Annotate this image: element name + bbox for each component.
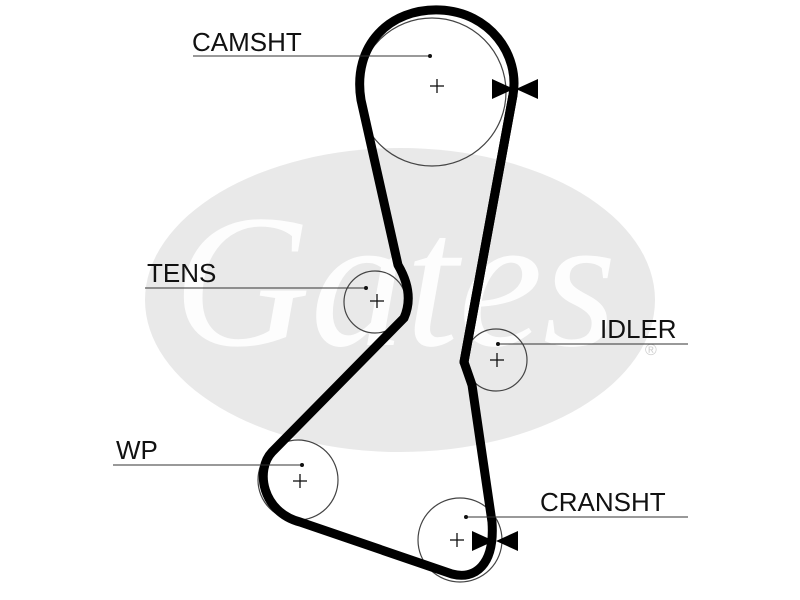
idler-label: IDLER <box>600 314 677 344</box>
tens-label: TENS <box>147 258 216 288</box>
wp-label: WP <box>116 435 158 465</box>
crosshair-icon <box>490 353 504 367</box>
timing-mark-icon <box>492 79 538 99</box>
timing-marks <box>472 79 538 551</box>
leader-lines <box>113 54 688 519</box>
timing-belt-loop <box>258 5 519 580</box>
camsht-pulley <box>357 17 507 167</box>
camsht-label: CAMSHT <box>192 27 302 57</box>
crosshair-icon <box>450 533 464 547</box>
crosshair-icon <box>370 294 384 308</box>
watermark-ellipse <box>145 148 655 452</box>
watermark-text: Gates <box>173 177 616 387</box>
crosshairs <box>293 79 504 547</box>
timing-mark-icon <box>472 531 518 551</box>
gates-watermark: Gates ® <box>145 148 657 452</box>
crosshair-icon <box>293 474 307 488</box>
cransht-label: CRANSHT <box>540 487 666 517</box>
labels: CAMSHT TENS IDLER WP CRANSHT <box>116 27 677 517</box>
crosshair-icon <box>430 79 444 93</box>
registered-mark: ® <box>645 342 657 359</box>
